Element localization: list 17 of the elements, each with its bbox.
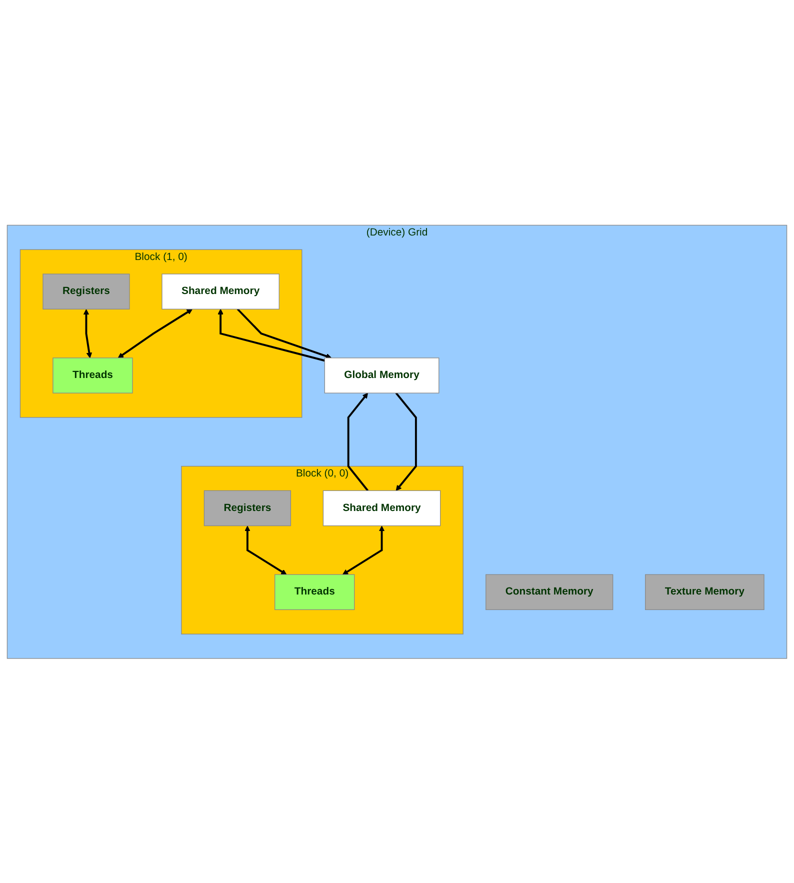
node-box: Registers bbox=[204, 490, 291, 526]
node-box: Threads bbox=[274, 574, 355, 610]
node-box: Constant Memory bbox=[486, 574, 614, 610]
arrow bbox=[395, 392, 417, 491]
node-box: Global Memory bbox=[324, 357, 440, 394]
node-box: Shared Memory bbox=[162, 273, 280, 310]
arrow bbox=[236, 308, 332, 359]
arrow bbox=[83, 308, 92, 358]
node-box: Threads bbox=[52, 357, 133, 394]
node-box: Registers bbox=[42, 273, 130, 310]
arrow bbox=[347, 392, 369, 491]
arrow bbox=[118, 308, 192, 358]
node-box: Shared Memory bbox=[322, 490, 441, 526]
node-box: Texture Memory bbox=[645, 574, 764, 610]
arrow bbox=[218, 308, 325, 362]
arrow bbox=[244, 525, 287, 574]
arrow bbox=[342, 525, 385, 574]
